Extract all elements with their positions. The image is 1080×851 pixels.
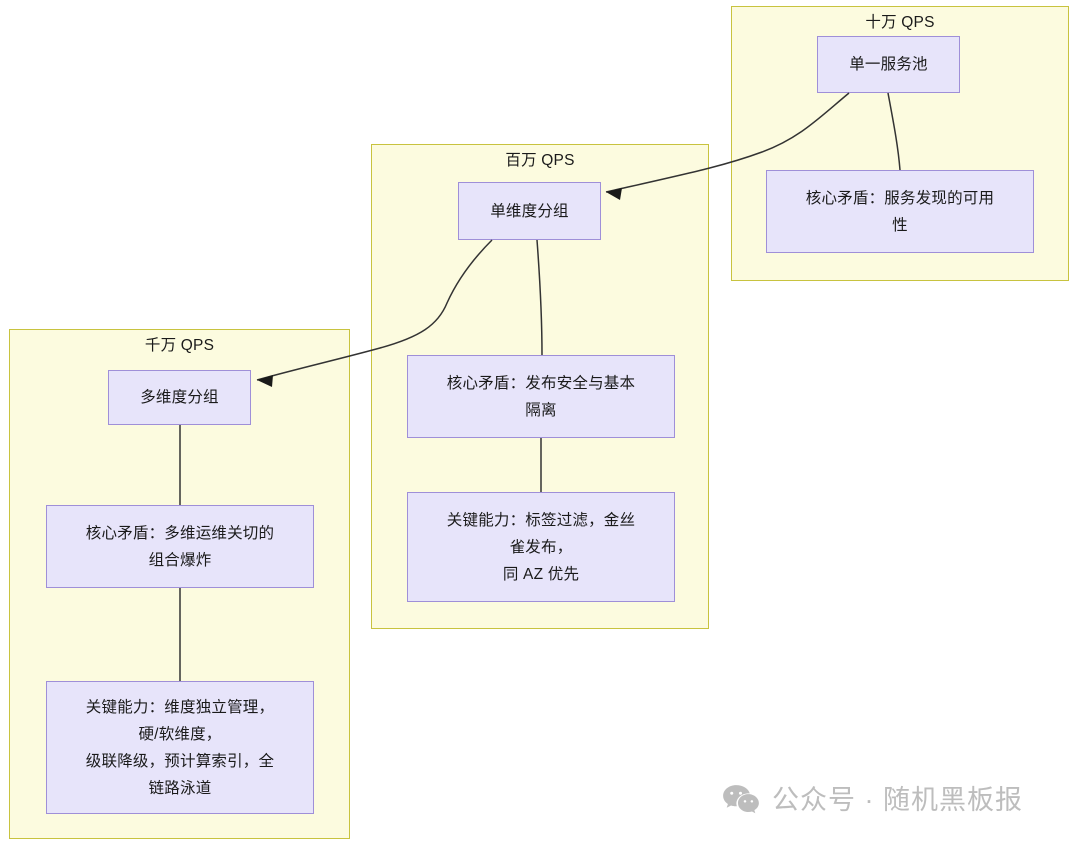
group-title-million-qps: 百万 QPS xyxy=(505,152,575,169)
node-label: 单维度分组 xyxy=(490,202,569,220)
group-title-hundred-thousand-qps: 十万 QPS xyxy=(865,14,935,31)
node-single-dimension-group[interactable]: 单维度分组 xyxy=(458,182,601,240)
node-label: 关键能力：标签过滤，金丝 雀发布， 同 AZ 优先 xyxy=(446,511,636,583)
node-label: 核心矛盾：多维运维关切的 组合爆炸 xyxy=(85,524,275,569)
node-label: 单一服务池 xyxy=(849,56,928,73)
node-label: 多维度分组 xyxy=(140,389,219,406)
group-title-ten-million-qps: 千万 QPS xyxy=(144,337,215,354)
node-single-service-pool[interactable]: 单一服务池 xyxy=(817,36,960,93)
node-multi-dimension-group[interactable]: 多维度分组 xyxy=(108,370,251,425)
node-key-capability-2[interactable]: 关键能力：标签过滤，金丝 雀发布， 同 AZ 优先 xyxy=(407,492,675,602)
node-label: 关键能力：维度独立管理， 硬/软维度， 级联降级，预计算索引，全 链路泳道 xyxy=(85,698,275,797)
node-key-capability-3[interactable]: 关键能力：维度独立管理， 硬/软维度， 级联降级，预计算索引，全 链路泳道 xyxy=(46,681,314,814)
node-core-conflict-1[interactable]: 核心矛盾：服务发现的可用 性 xyxy=(766,170,1034,253)
watermark: 公众号 · 随机黑板报 xyxy=(722,783,1023,817)
node-core-conflict-2[interactable]: 核心矛盾：发布安全与基本 隔离 xyxy=(407,355,675,438)
node-label: 核心矛盾：服务发现的可用 性 xyxy=(805,189,995,234)
watermark-text: 公众号 · 随机黑板报 xyxy=(772,785,1023,815)
node-label: 核心矛盾：发布安全与基本 隔离 xyxy=(446,374,636,419)
node-core-conflict-3[interactable]: 核心矛盾：多维运维关切的 组合爆炸 xyxy=(46,505,314,588)
wechat-icon xyxy=(723,785,759,814)
